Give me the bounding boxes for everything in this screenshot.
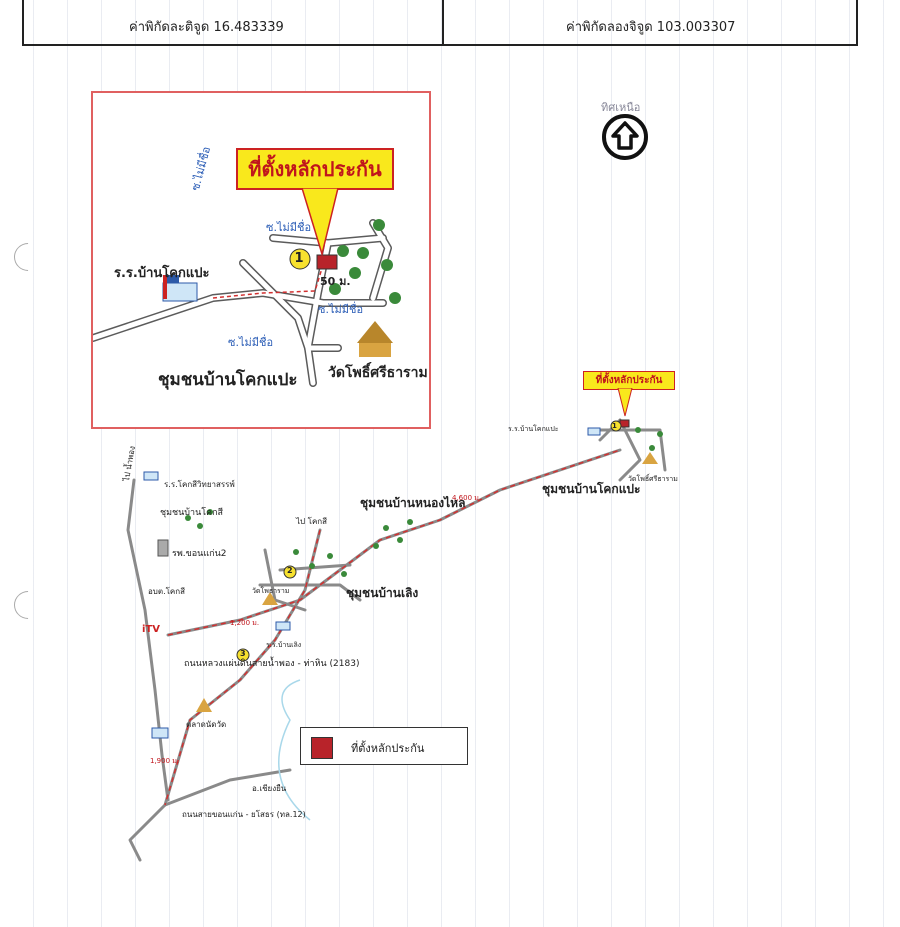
label-dist-bottom: 1,900 ม. [150,757,180,765]
label-road-bottom: ถนนสายขอนแก่น - ยโสธร (ทล.12) [182,810,306,819]
main-school-icons [143,427,601,739]
road-to-chiang-yuen [163,768,292,807]
inset-community-label: ชุมชนบ้านโคกแปะ [158,370,298,390]
main-map-trees [185,427,663,577]
main-marker-3-label: 3 [240,649,246,658]
label-sao: อบต.โคกสี [148,587,185,596]
label-nong-lai: ชุมชนบ้านหนองไหล [360,496,466,510]
main-marker-2 [283,565,297,579]
inset-soi-label: ซ.ไม่มีชื่อ [266,221,312,234]
main-callout-pointer [617,388,633,417]
inset-callout: ที่ตั้งหลักประกัน [236,148,394,190]
label-temple-loeng: วัดโพธาราม [252,587,290,595]
label-road-2183: ถนนหลวงแผ่นดินสายน้ำพอง - ท่าหิน (2183) [184,659,360,669]
map-legend: ที่ตั้งหลักประกัน [300,727,468,765]
inset-trees [329,219,401,304]
inset-school-icon [162,275,198,302]
inset-distance: 50 ม. [320,275,351,288]
main-road-west [126,478,170,802]
label-khok-pae: ชุมชนบ้านโคกแปะ [542,482,641,496]
longitude-text: ค่าพิกัดลองจิจูด 103.003307 [566,20,736,35]
main-marker-2-label: 2 [287,566,293,575]
label-dist-loeng: 1,200 ม. [230,619,260,627]
inset-temple-icon [357,321,393,357]
label-hospital: รพ.ขอนแก่น2 [172,549,227,559]
coordinate-header: ค่าพิกัดละติจูด 16.483339 ค่าพิกัดลองจิจ… [22,0,858,46]
legend-label: ที่ตั้งหลักประกัน [351,742,425,755]
north-arrow-icon [602,114,648,160]
tv-logo: iTV [142,624,160,635]
main-marker-1-label: 1 [612,422,617,430]
coordinate-divider [442,0,444,44]
inset-map-drawing [93,219,401,387]
label-khok-si: ชุมชนบ้านโคกสี [160,508,224,518]
inset-school-label: ร.ร.บ้านโคกแปะ [114,266,210,281]
hospital-icon [157,539,169,557]
label-temple-khok-pae: วัดโพธิ์ศรีธาราม [628,475,678,483]
legend-swatch [311,737,333,759]
route-2183 [164,529,321,806]
main-marker-1 [610,420,622,432]
inset-temple-label: วัดโพธิ์ศรีธาราม [328,365,428,381]
inset-callout-pointer [301,188,339,256]
label-market: ตลาดนัดวัด [186,720,227,729]
label-loeng: ชุมชนบ้านเลิง [346,586,419,600]
label-school-khok-pae: ร.ร.บ้านโคกแปะ [508,425,559,433]
main-marker-3 [236,648,250,662]
road-to-khok-pae [166,448,622,637]
route-main [167,449,621,636]
inset-property-marker [316,254,338,270]
stream [278,679,311,821]
main-temple-icons [196,452,658,712]
label-school-khok-si: ร.ร.โคกสีวิทยาสรรพ์ [164,480,235,489]
inset-soi-label: ซ.ไม่มีชื่อ [318,303,364,316]
label-school-loeng: ร.ร.บ้านเลิง [266,641,302,649]
road-bottom [128,803,167,862]
north-label: ทิศเหนือ [601,101,641,114]
inset-soi-label: ซ.ไม่มีชื่อ [228,336,274,349]
label-dist-nong-lai: 4,600 ม. [452,494,482,502]
inset-marker-number: 1 [294,251,304,266]
label-to-chiang-yuen: อ.เชียงยืน [252,784,287,793]
label-to-khok-si: ไป โคกสี [296,517,328,526]
latitude-text: ค่าพิกัดละติจูด 16.483339 [129,20,284,35]
main-map-drawing [126,418,667,862]
inset-marker-1 [289,248,311,270]
inset-map [91,91,431,429]
inset-route [212,264,324,299]
